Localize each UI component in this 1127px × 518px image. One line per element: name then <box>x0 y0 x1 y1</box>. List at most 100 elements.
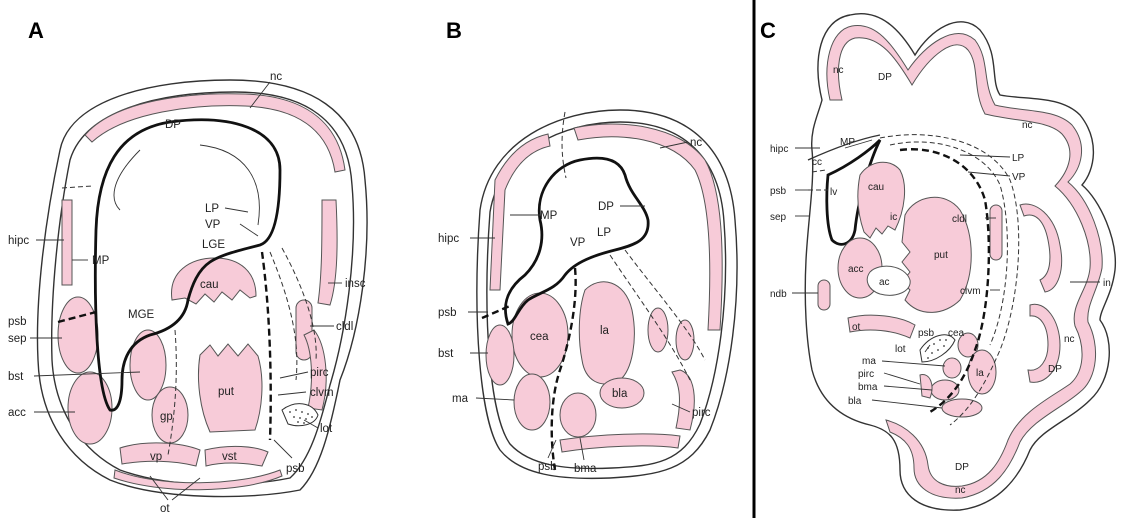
panel-b-label-bst: bst <box>438 348 454 360</box>
panel-b-label-hipc: hipc <box>438 233 459 245</box>
panel-b: B nc DP MP <box>438 18 737 478</box>
panel-a-label-sep: sep <box>8 333 27 345</box>
panel-c-cldl <box>990 205 1002 260</box>
panel-a-leader-vp <box>240 224 258 236</box>
panel-c-label-dp-bottom: DP <box>955 462 969 473</box>
panel-c-label-psb: psb <box>770 186 787 197</box>
panel-c-label-nc-top: nc <box>833 65 844 76</box>
panel-a-label-put: put <box>218 386 235 398</box>
panel-c-label-acc: acc <box>848 264 864 275</box>
panel-c-label-psb2: psb <box>918 328 935 339</box>
panel-c-label-lv: lv <box>830 187 837 198</box>
panel-b-label-cea: cea <box>530 331 549 343</box>
panel-a-leader-lp <box>225 208 248 212</box>
panel-a-letter: A <box>28 18 44 43</box>
panel-a-dash-3 <box>270 252 297 380</box>
panel-a-leader-pirc <box>280 372 308 378</box>
panel-b-small-2 <box>676 320 694 360</box>
panel-a-label-psb: psb <box>8 316 27 328</box>
panel-a-label-vst: vst <box>222 451 238 463</box>
panel-a-label-nc: nc <box>270 71 282 83</box>
panel-b-label-pirc: pirc <box>692 407 711 419</box>
panel-b-pirc <box>672 370 694 430</box>
panel-a: A <box>8 18 367 515</box>
panel-c-label-ic: ic <box>890 212 897 223</box>
panel-a-dp-arrow <box>114 150 140 210</box>
panel-b-ma <box>514 374 550 430</box>
panel-b-label-psb-bottom: psb <box>538 461 557 473</box>
panel-a-label-ot: ot <box>160 503 170 515</box>
panel-c-label-lot: lot <box>895 344 906 355</box>
panel-a-mge <box>130 330 166 400</box>
panel-c-label-la: la <box>976 368 984 379</box>
panel-c-label-ma: ma <box>862 356 876 367</box>
panel-b-label-lp: LP <box>597 227 611 239</box>
panel-a-leader-psb <box>274 440 292 458</box>
panel-c: C <box>760 14 1115 510</box>
panel-a-label-bst: bst <box>8 371 24 383</box>
panel-c-label-vp: VP <box>1012 172 1026 183</box>
panel-c-cau <box>858 162 905 238</box>
panel-c-leader-lp <box>960 155 1010 157</box>
panel-c-ndb <box>818 280 830 310</box>
panel-c-label-sep: sep <box>770 212 787 223</box>
panel-c-insular-fold <box>1020 204 1062 292</box>
panel-c-label-clvm: clvm <box>960 286 981 297</box>
panel-c-dash-5 <box>812 170 826 172</box>
panel-c-leader-pirc <box>884 373 920 384</box>
panel-c-label-cea: cea <box>948 328 965 339</box>
panel-a-label-hipc: hipc <box>8 235 29 247</box>
panel-a-leader-clvm <box>278 392 306 395</box>
panel-c-label-nc-right: nc <box>1022 120 1033 131</box>
panel-a-label-clvm: clvm <box>310 387 334 399</box>
panel-c-label-put: put <box>934 250 948 261</box>
panel-a-label-lge: LGE <box>202 239 225 251</box>
panel-b-label-ma: ma <box>452 393 469 405</box>
panel-c-ma <box>943 358 961 378</box>
panel-c-label-bma: bma <box>858 382 878 393</box>
panel-b-label-vp: VP <box>570 237 586 249</box>
panel-b-letter: B <box>446 18 462 43</box>
panel-a-label-insc: insc <box>345 278 366 290</box>
panel-b-label-mp: MP <box>540 210 558 222</box>
panel-c-leader-vp <box>968 172 1010 176</box>
panel-a-label-lp: LP <box>205 203 219 215</box>
panel-a-nc-band <box>85 94 345 172</box>
panel-a-sep <box>58 297 98 373</box>
panel-a-dash-2 <box>262 252 271 440</box>
panel-c-leader-bla <box>872 400 942 408</box>
panel-c-label-nc-low: nc <box>1064 334 1075 345</box>
panel-c-label-dp-top: DP <box>878 72 892 83</box>
panel-b-label-psb: psb <box>438 307 457 319</box>
panel-a-label-cldl: cldl <box>336 321 353 333</box>
panel-a-dash-5 <box>62 186 92 188</box>
panel-b-label-la: la <box>600 325 610 337</box>
panel-a-label-mge: MGE <box>128 309 155 321</box>
panel-a-insc-band <box>318 200 337 305</box>
panel-c-label-nc-bottom: nc <box>955 485 966 496</box>
panel-c-label-lp: LP <box>1012 153 1025 164</box>
panel-a-label-gp: gp <box>160 411 173 423</box>
panel-b-bst <box>486 325 514 385</box>
panel-c-label-in: in <box>1103 278 1111 289</box>
panel-a-acc <box>68 372 112 444</box>
panel-c-label-dp-right: DP <box>1048 364 1062 375</box>
panel-c-label-ot: ot <box>852 322 861 333</box>
panel-c-label-cc: cc <box>812 157 822 168</box>
panel-c-label-ndb: ndb <box>770 289 787 300</box>
panel-b-label-bma: bma <box>574 463 597 475</box>
panel-a-label-cau: cau <box>200 279 219 291</box>
panel-a-label-pirc: pirc <box>310 367 329 379</box>
panel-c-leader-ma <box>882 361 945 366</box>
panel-a-label-acc: acc <box>8 407 26 419</box>
panel-b-bma <box>560 393 596 437</box>
panel-a-label-psb-bottom: psb <box>286 463 305 475</box>
panel-c-label-hipc: hipc <box>770 144 788 155</box>
panel-a-label-lot: lot <box>320 423 333 435</box>
panel-c-bma <box>931 380 959 400</box>
panel-a-hipc-band <box>62 200 72 285</box>
panel-a-label-vp-lower: vp <box>150 451 162 463</box>
panel-c-label-bla: bla <box>848 396 862 407</box>
panel-a-label-mp: MP <box>92 255 110 267</box>
